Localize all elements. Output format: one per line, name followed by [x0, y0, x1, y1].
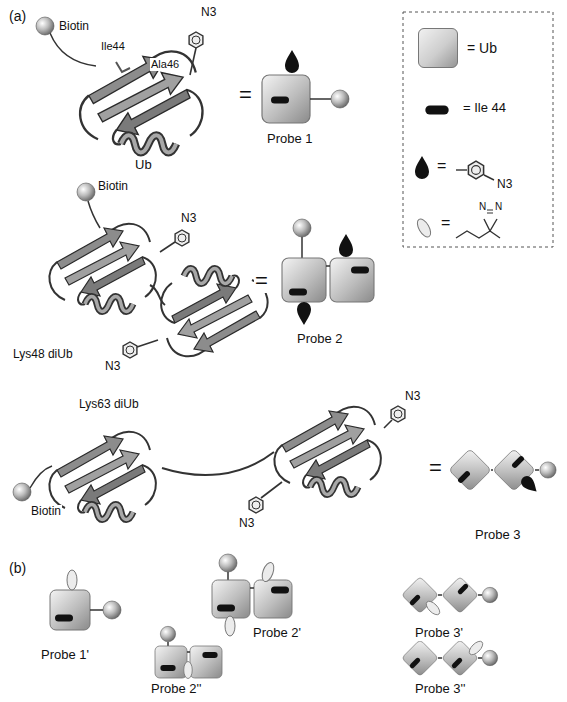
probe-label: Probe 1' — [40, 648, 90, 663]
atom-label: N — [478, 201, 487, 213]
protein-label: Ub — [134, 158, 153, 173]
panel-letter: (b) — [8, 560, 27, 576]
legend-swatch — [418, 28, 458, 68]
probe-label: Probe 2' — [252, 626, 302, 641]
equals-sign: = — [238, 82, 253, 107]
probe-label: Probe 3 — [474, 528, 522, 543]
panel-letter: (a) — [8, 8, 27, 24]
equals-sign: = — [428, 455, 443, 480]
probe-label: Probe 2 — [296, 332, 344, 347]
probe-glyph — [50, 570, 121, 630]
probe-glyph — [212, 554, 292, 636]
probe-label: Probe 3' — [414, 626, 464, 641]
biotin-label: Biotin — [97, 180, 129, 194]
atom-label: N — [494, 201, 503, 213]
azide-label: N3 — [496, 178, 513, 192]
legend-text: = Ile 44 — [462, 101, 507, 116]
probe-label: Probe 2'' — [150, 682, 203, 697]
equals-sign: = — [436, 157, 447, 175]
probe-glyph — [449, 449, 556, 496]
probe-glyph — [262, 50, 349, 123]
protein-label: Lys63 diUb — [78, 398, 140, 412]
protein-cartoon — [13, 406, 405, 520]
azide-label: N3 — [104, 360, 121, 374]
probe-label: Probe 3'' — [414, 682, 467, 697]
residue-label: Ala46 — [150, 58, 180, 71]
azide-label: N3 — [238, 517, 255, 531]
equals-sign: = — [254, 268, 269, 293]
azide-label: N3 — [404, 390, 421, 404]
biotin-label: Biotin — [30, 505, 62, 519]
probe-glyph — [402, 577, 498, 617]
azide-label: N3 — [200, 6, 217, 20]
protein-cartoon — [49, 183, 267, 358]
legend-text: = Ub — [466, 40, 498, 56]
protein-cartoon — [36, 17, 203, 152]
biotin-label: Biotin — [58, 20, 90, 34]
residue-label: Ile44 — [100, 40, 126, 53]
legend-box — [403, 12, 553, 247]
probe-glyph — [155, 626, 222, 678]
probe-glyph — [402, 639, 498, 676]
protein-label: Lys48 diUb — [12, 348, 74, 362]
equals-sign: = — [440, 214, 451, 232]
probe-glyph — [282, 219, 374, 325]
probe-label: Probe 1 — [266, 132, 314, 147]
azide-label: N3 — [180, 212, 197, 226]
